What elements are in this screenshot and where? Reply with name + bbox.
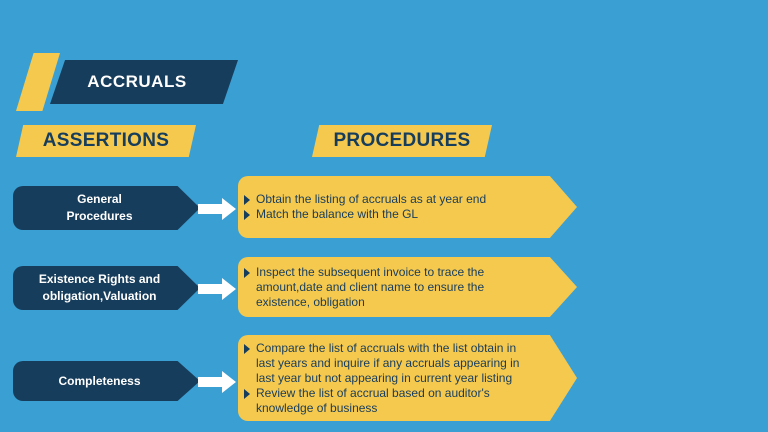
procedure-item: Obtain the listing of accruals as at yea… (244, 192, 537, 207)
assertions-header: ASSERTIONS (16, 125, 196, 157)
procedure-text: Match the balance with the GL (256, 207, 419, 221)
assertion-label-line: General (77, 192, 122, 206)
procedure-item: Inspect the subsequent invoice to trace … (244, 265, 537, 310)
procedure-text: Compare the list of accruals with the li… (256, 340, 520, 385)
assertion-completeness: Completeness (13, 361, 200, 401)
procedures-completeness: Compare the list of accruals with the li… (238, 335, 577, 421)
triangle-bullet-icon (244, 195, 250, 205)
title-banner (50, 60, 238, 104)
procedure-text: Review the list of accrual based on audi… (256, 385, 490, 415)
procedure-text: Inspect the subsequent invoice to trace … (256, 264, 485, 309)
triangle-bullet-icon (244, 267, 250, 278)
right-arrow-icon (198, 371, 236, 393)
assertion-label-line: Existence Rights and (38, 272, 161, 286)
procedure-text: Obtain the listing of accruals as at yea… (256, 192, 487, 206)
assertion-label-line: Procedures (66, 209, 133, 223)
right-arrow-icon (198, 198, 236, 220)
procedures-header: PROCEDURES (312, 125, 492, 157)
procedure-item: Match the balance with the GL (244, 207, 537, 222)
assertion-label-line: Completeness (58, 373, 141, 388)
procedures-general: Obtain the listing of accruals as at yea… (238, 176, 577, 238)
assertion-general-procedures: General Procedures (13, 186, 200, 230)
right-arrow-icon (198, 278, 236, 300)
procedures-existence: Inspect the subsequent invoice to trace … (238, 257, 577, 317)
triangle-bullet-icon (244, 388, 250, 399)
assertion-existence-rights-valuation: Existence Rights and obligation,Valuatio… (13, 266, 200, 310)
procedure-item: Compare the list of accruals with the li… (244, 341, 537, 386)
triangle-bullet-icon (244, 210, 250, 220)
procedure-item: Review the list of accrual based on audi… (244, 386, 537, 416)
page-title: ACCRUALS (87, 72, 187, 91)
triangle-bullet-icon (244, 343, 250, 354)
assertion-label-line: obligation,Valuation (42, 289, 157, 303)
